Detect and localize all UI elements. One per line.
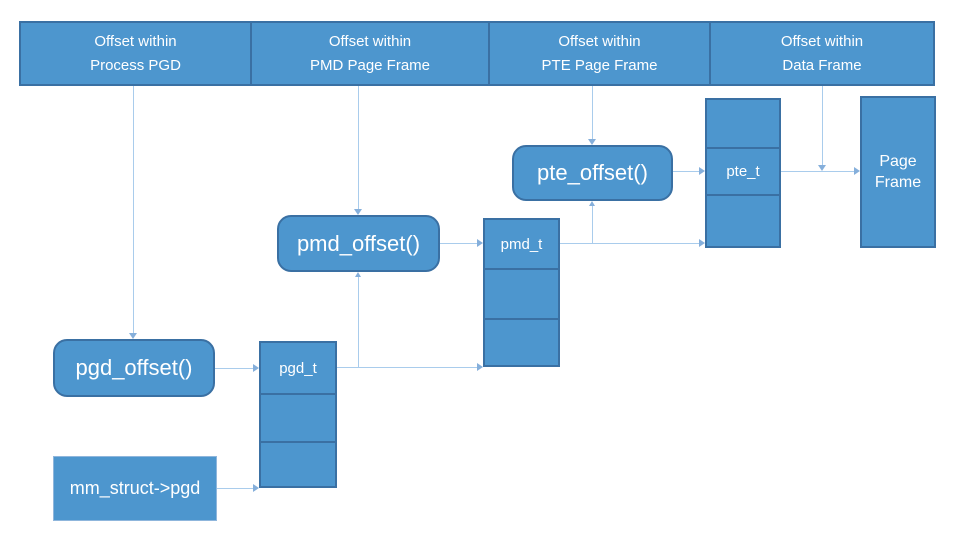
page-frame-label-line1: Page (879, 153, 917, 170)
arrow-down-icon (818, 165, 826, 171)
drop-line-pmd-offset (358, 86, 359, 209)
arrow-right-icon (477, 363, 483, 371)
table-cell (707, 194, 779, 246)
arrow-right-icon (253, 364, 259, 372)
line-below-pmd-offset (358, 277, 359, 367)
arrow-down-icon (129, 333, 137, 339)
header-label-line1: Offset within (328, 32, 412, 50)
pmd-t-label: pmd_t (500, 235, 543, 253)
drop-line-process-pgd (133, 86, 134, 333)
header-section-process-pgd: Offset within Process PGD (21, 23, 250, 84)
arrow-down-icon (588, 139, 596, 145)
pte-t-label: pte_t (726, 163, 760, 180)
table-cell (261, 393, 335, 441)
connector-pmd-offset-to-pmd-t (440, 243, 477, 244)
table-cell (485, 318, 558, 365)
pte-t-table: pte_t (705, 98, 781, 248)
pgd-t-label: pgd_t (279, 359, 317, 377)
arrow-down-icon (354, 209, 362, 215)
mm-struct-pgd-label: mm_struct->pgd (69, 478, 201, 498)
pte-offset-label: pte_offset() (537, 160, 648, 185)
mm-struct-pgd-box: mm_struct->pgd (53, 456, 217, 521)
header-label-line1: Offset within (780, 32, 864, 50)
header-label-line2: PTE Page Frame (541, 56, 658, 74)
pmd-offset-label: pmd_offset() (296, 230, 421, 256)
connector-pte-t-to-page-frame (781, 171, 854, 172)
page-frame-box: Page Frame (860, 96, 936, 248)
connector-pmd-t-to-pte-t (560, 243, 699, 244)
page-frame-label-line2: Frame (874, 174, 922, 191)
pgd-offset-box: pgd_offset() (53, 339, 215, 397)
arrow-right-icon (253, 484, 259, 492)
connector-pgd-offset-to-pgd-t (215, 368, 253, 369)
table-cell: pte_t (707, 147, 779, 194)
pmd-t-table: pmd_t (483, 218, 560, 367)
header-label-line2: Data Frame (782, 56, 862, 74)
connector-pte-offset-to-pte-t (673, 171, 699, 172)
offset-headers-bar: Offset within Process PGD Offset within … (19, 21, 935, 86)
header-label-line1: Offset within (94, 32, 177, 50)
drop-line-pte-offset (592, 86, 593, 139)
arrow-right-icon (854, 167, 860, 175)
line-below-pte-offset (592, 206, 593, 243)
header-section-pte-page-frame: Offset within PTE Page Frame (488, 23, 709, 84)
header-label-line1: Offset within (558, 32, 641, 50)
header-label-line2: PMD Page Frame (309, 56, 431, 74)
table-cell (261, 441, 335, 486)
table-cell (707, 100, 779, 147)
table-cell (485, 268, 558, 318)
header-section-data-frame: Offset within Data Frame (709, 23, 933, 84)
pte-offset-box: pte_offset() (512, 145, 673, 201)
pmd-offset-box: pmd_offset() (277, 215, 440, 272)
arrow-right-icon (699, 239, 705, 247)
header-label-line2: Process PGD (90, 56, 181, 74)
arrow-right-icon (477, 239, 483, 247)
table-cell: pgd_t (261, 343, 335, 393)
pgd-t-table: pgd_t (259, 341, 337, 488)
arrow-right-icon (699, 167, 705, 175)
drop-line-data-frame (822, 86, 823, 165)
table-cell: pmd_t (485, 220, 558, 268)
arrow-up-icon (589, 201, 595, 206)
connector-mm-struct-to-pgd-t (217, 488, 253, 489)
arrow-up-icon (355, 272, 361, 277)
header-section-pmd-page-frame: Offset within PMD Page Frame (250, 23, 488, 84)
pgd-offset-label: pgd_offset() (75, 355, 193, 380)
connector-pgd-t-to-pmd-t (337, 367, 477, 368)
